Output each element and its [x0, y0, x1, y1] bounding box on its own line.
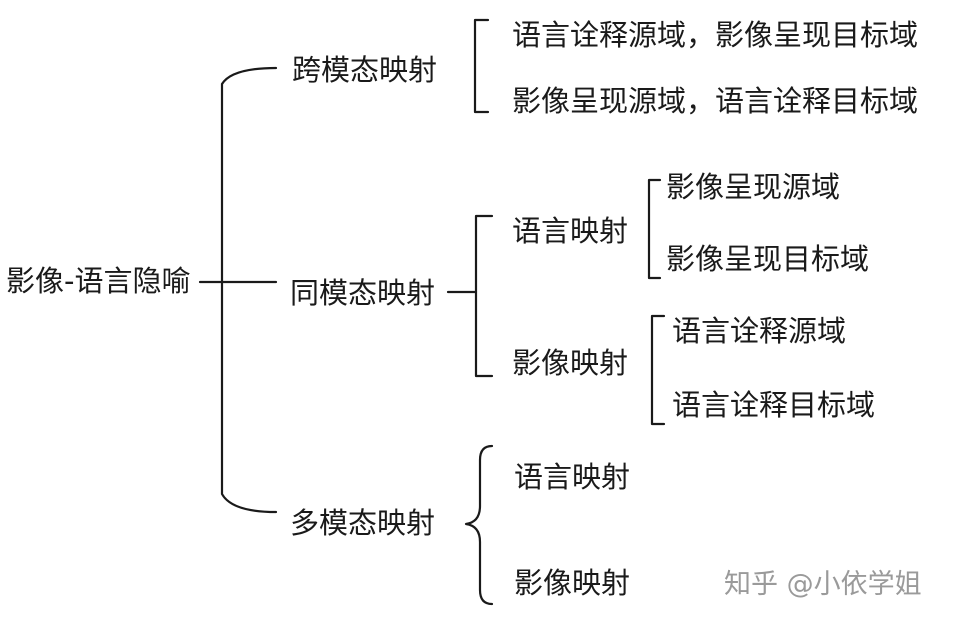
language-mapping-item: 影像呈现目标域	[666, 242, 870, 276]
language-mapping-label: 语言映射	[512, 214, 629, 248]
cross-modal-label: 跨模态映射	[292, 53, 438, 87]
same-modal-bracket	[474, 214, 494, 378]
root-bracket	[220, 66, 278, 514]
root-node: 影像-语言隐喻	[6, 264, 191, 298]
multi-modal-brace	[464, 444, 494, 606]
image-mapping-item: 语言诠释源域	[672, 314, 847, 348]
image-mapping-item: 语言诠释目标域	[672, 388, 876, 422]
multi-modal-item: 影像映射	[514, 566, 631, 600]
language-mapping-item: 影像呈现源域	[666, 170, 841, 204]
image-mapping-label: 影像映射	[512, 346, 629, 380]
same-modal-label: 同模态映射	[290, 276, 436, 310]
language-mapping-bracket	[647, 178, 662, 280]
cross-modal-bracket	[473, 18, 490, 114]
cross-modal-item: 语言诠释源域，影像呈现目标域	[512, 18, 919, 52]
cross-modal-item: 影像呈现源域，语言诠释目标域	[512, 84, 919, 118]
image-mapping-bracket	[650, 314, 666, 426]
multi-modal-label: 多模态映射	[290, 506, 436, 540]
watermark: 知乎 @小依学姐	[724, 569, 922, 600]
multi-modal-item: 语言映射	[514, 460, 631, 494]
